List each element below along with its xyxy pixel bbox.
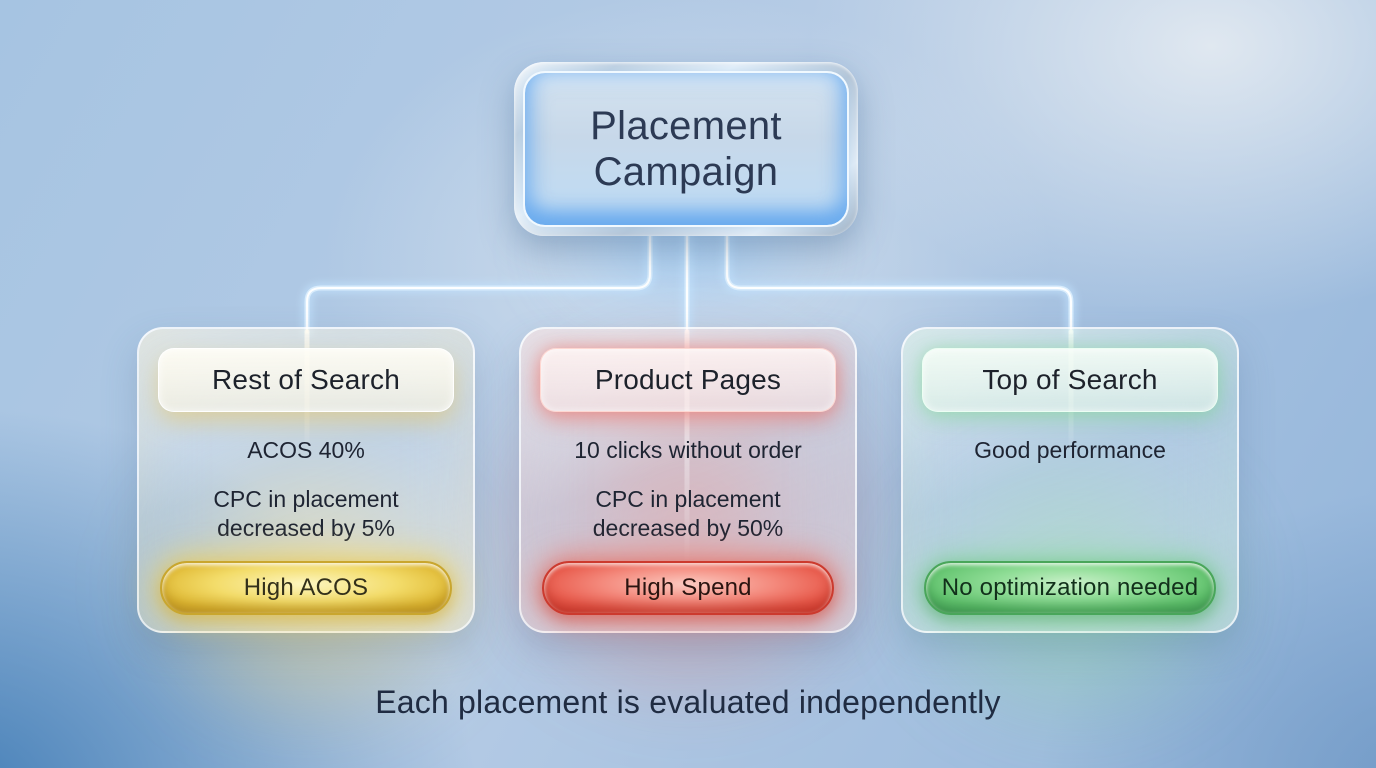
status-badge-label: No optimization needed — [941, 574, 1199, 601]
status-badge-high-spend: High Spend — [542, 561, 834, 615]
card-rest-of-search: Rest of Search ACOS 40% CPC in placement… — [137, 327, 475, 633]
stat-cpc-change: CPC in placement decreased by 5% — [213, 486, 399, 541]
stat-clicks: 10 clicks without order — [574, 437, 802, 463]
diagram-caption: Each placement is evaluated independentl… — [375, 684, 1001, 720]
card-top-of-search-stats: Good performance — [903, 436, 1237, 465]
root-node-label-line1: Placement — [590, 104, 782, 148]
card-rest-of-search-title: Rest of Search — [212, 364, 400, 395]
status-badge-label: High ACOS — [243, 574, 369, 601]
card-top-of-search-header: Top of Search — [922, 348, 1218, 412]
status-badge-high-acos: High ACOS — [160, 561, 452, 615]
root-node-frame: Placement Campaign — [514, 62, 858, 236]
status-badge-no-optimization: No optimization needed — [924, 561, 1216, 615]
card-product-pages-title: Product Pages — [594, 364, 782, 395]
card-rest-of-search-header: Rest of Search — [158, 348, 454, 412]
card-top-of-search-title: Top of Search — [982, 364, 1158, 395]
stat-cpc-change: CPC in placement decreased by 50% — [592, 486, 784, 541]
status-badge-label: High Spend — [624, 574, 752, 601]
card-top-of-search: Top of Search Good performance No optimi… — [901, 327, 1239, 633]
card-product-pages-stats: 10 clicks without order CPC in placement… — [521, 436, 855, 543]
card-rest-of-search-stats: ACOS 40% CPC in placement decreased by 5… — [139, 436, 473, 543]
root-node: Placement Campaign — [523, 71, 849, 227]
stat-performance: Good performance — [974, 437, 1166, 463]
card-product-pages-header: Product Pages — [540, 348, 836, 412]
root-node-label-line2: Campaign — [593, 150, 779, 194]
stat-acos: ACOS 40% — [247, 437, 365, 463]
card-product-pages: Product Pages 10 clicks without order CP… — [519, 327, 857, 633]
